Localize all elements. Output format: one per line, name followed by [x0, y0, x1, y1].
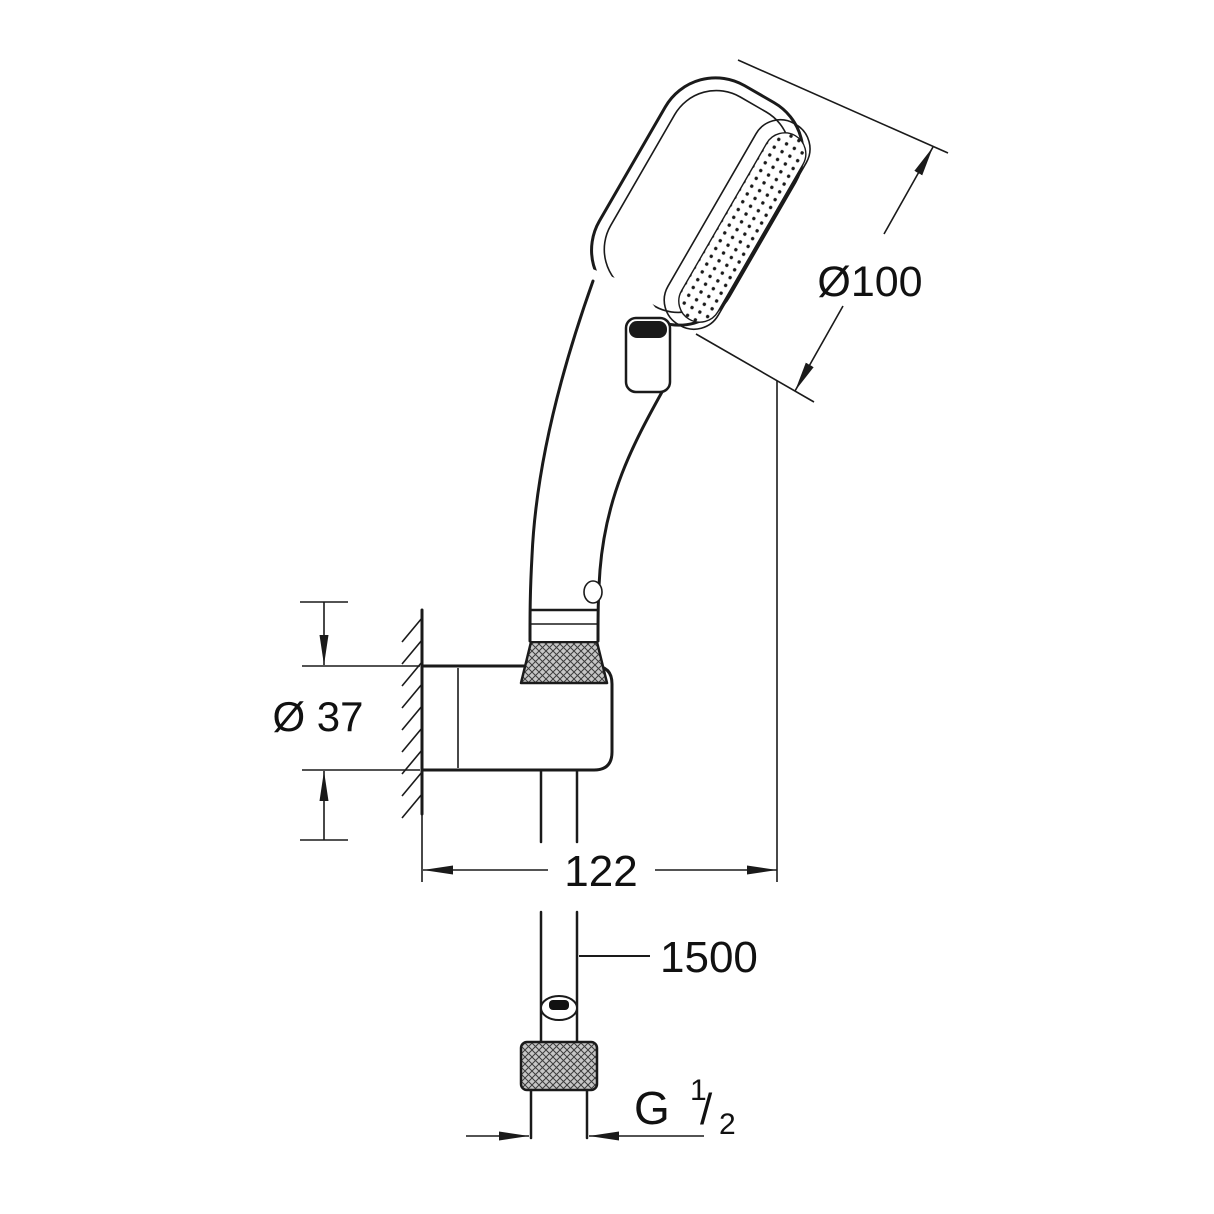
wall-section — [401, 608, 424, 819]
handle-logo-oval — [583, 580, 603, 604]
handle-left-edge — [528, 279, 595, 643]
dim-label-head-diameter: Ø100 — [817, 258, 922, 306]
dim-holder-diameter: Ø 37 — [272, 601, 420, 841]
dim-label-thread-denominator: 2 — [719, 1108, 736, 1141]
wall-hatch — [401, 771, 423, 797]
spray-mode-button-shadow — [629, 321, 667, 338]
dim-label-thread-numerator: 1 — [690, 1074, 707, 1107]
wall-hatch — [401, 683, 423, 709]
hose-coupling-nut — [519, 1040, 599, 1092]
spray-face — [678, 132, 807, 323]
dim-thread: G 1 / 2 — [466, 1074, 736, 1141]
dim-head-diameter: Ø100 — [695, 59, 949, 403]
wall-hatch — [401, 639, 423, 665]
dim-label-hose-length: 1500 — [660, 933, 758, 982]
handle-right-edge — [596, 390, 664, 643]
shower-hose — [519, 768, 599, 1140]
wall-hatch — [401, 705, 423, 731]
dim-label-holder-diameter: Ø 37 — [272, 693, 363, 740]
hose-crimp-mark — [549, 1000, 569, 1010]
face-ring-seam — [663, 118, 811, 331]
dim-hose-length: 1500 — [579, 933, 758, 982]
wall-hatch — [401, 617, 423, 643]
dim-label-thread-g: G — [634, 1082, 670, 1134]
dimension-line — [794, 305, 844, 392]
dimension-line — [883, 146, 934, 235]
wall-hatch — [401, 727, 423, 753]
shower-head — [590, 76, 811, 331]
dim-holder-depth: 122 — [421, 381, 778, 896]
dim-label-holder-depth: 122 — [564, 847, 637, 896]
extension-line — [737, 59, 949, 154]
wall-hatch — [401, 793, 423, 819]
extension-line — [695, 333, 815, 403]
handle-cone-nut — [519, 640, 609, 685]
dim-label-thread-slash: / — [700, 1085, 713, 1134]
handle — [528, 268, 676, 643]
